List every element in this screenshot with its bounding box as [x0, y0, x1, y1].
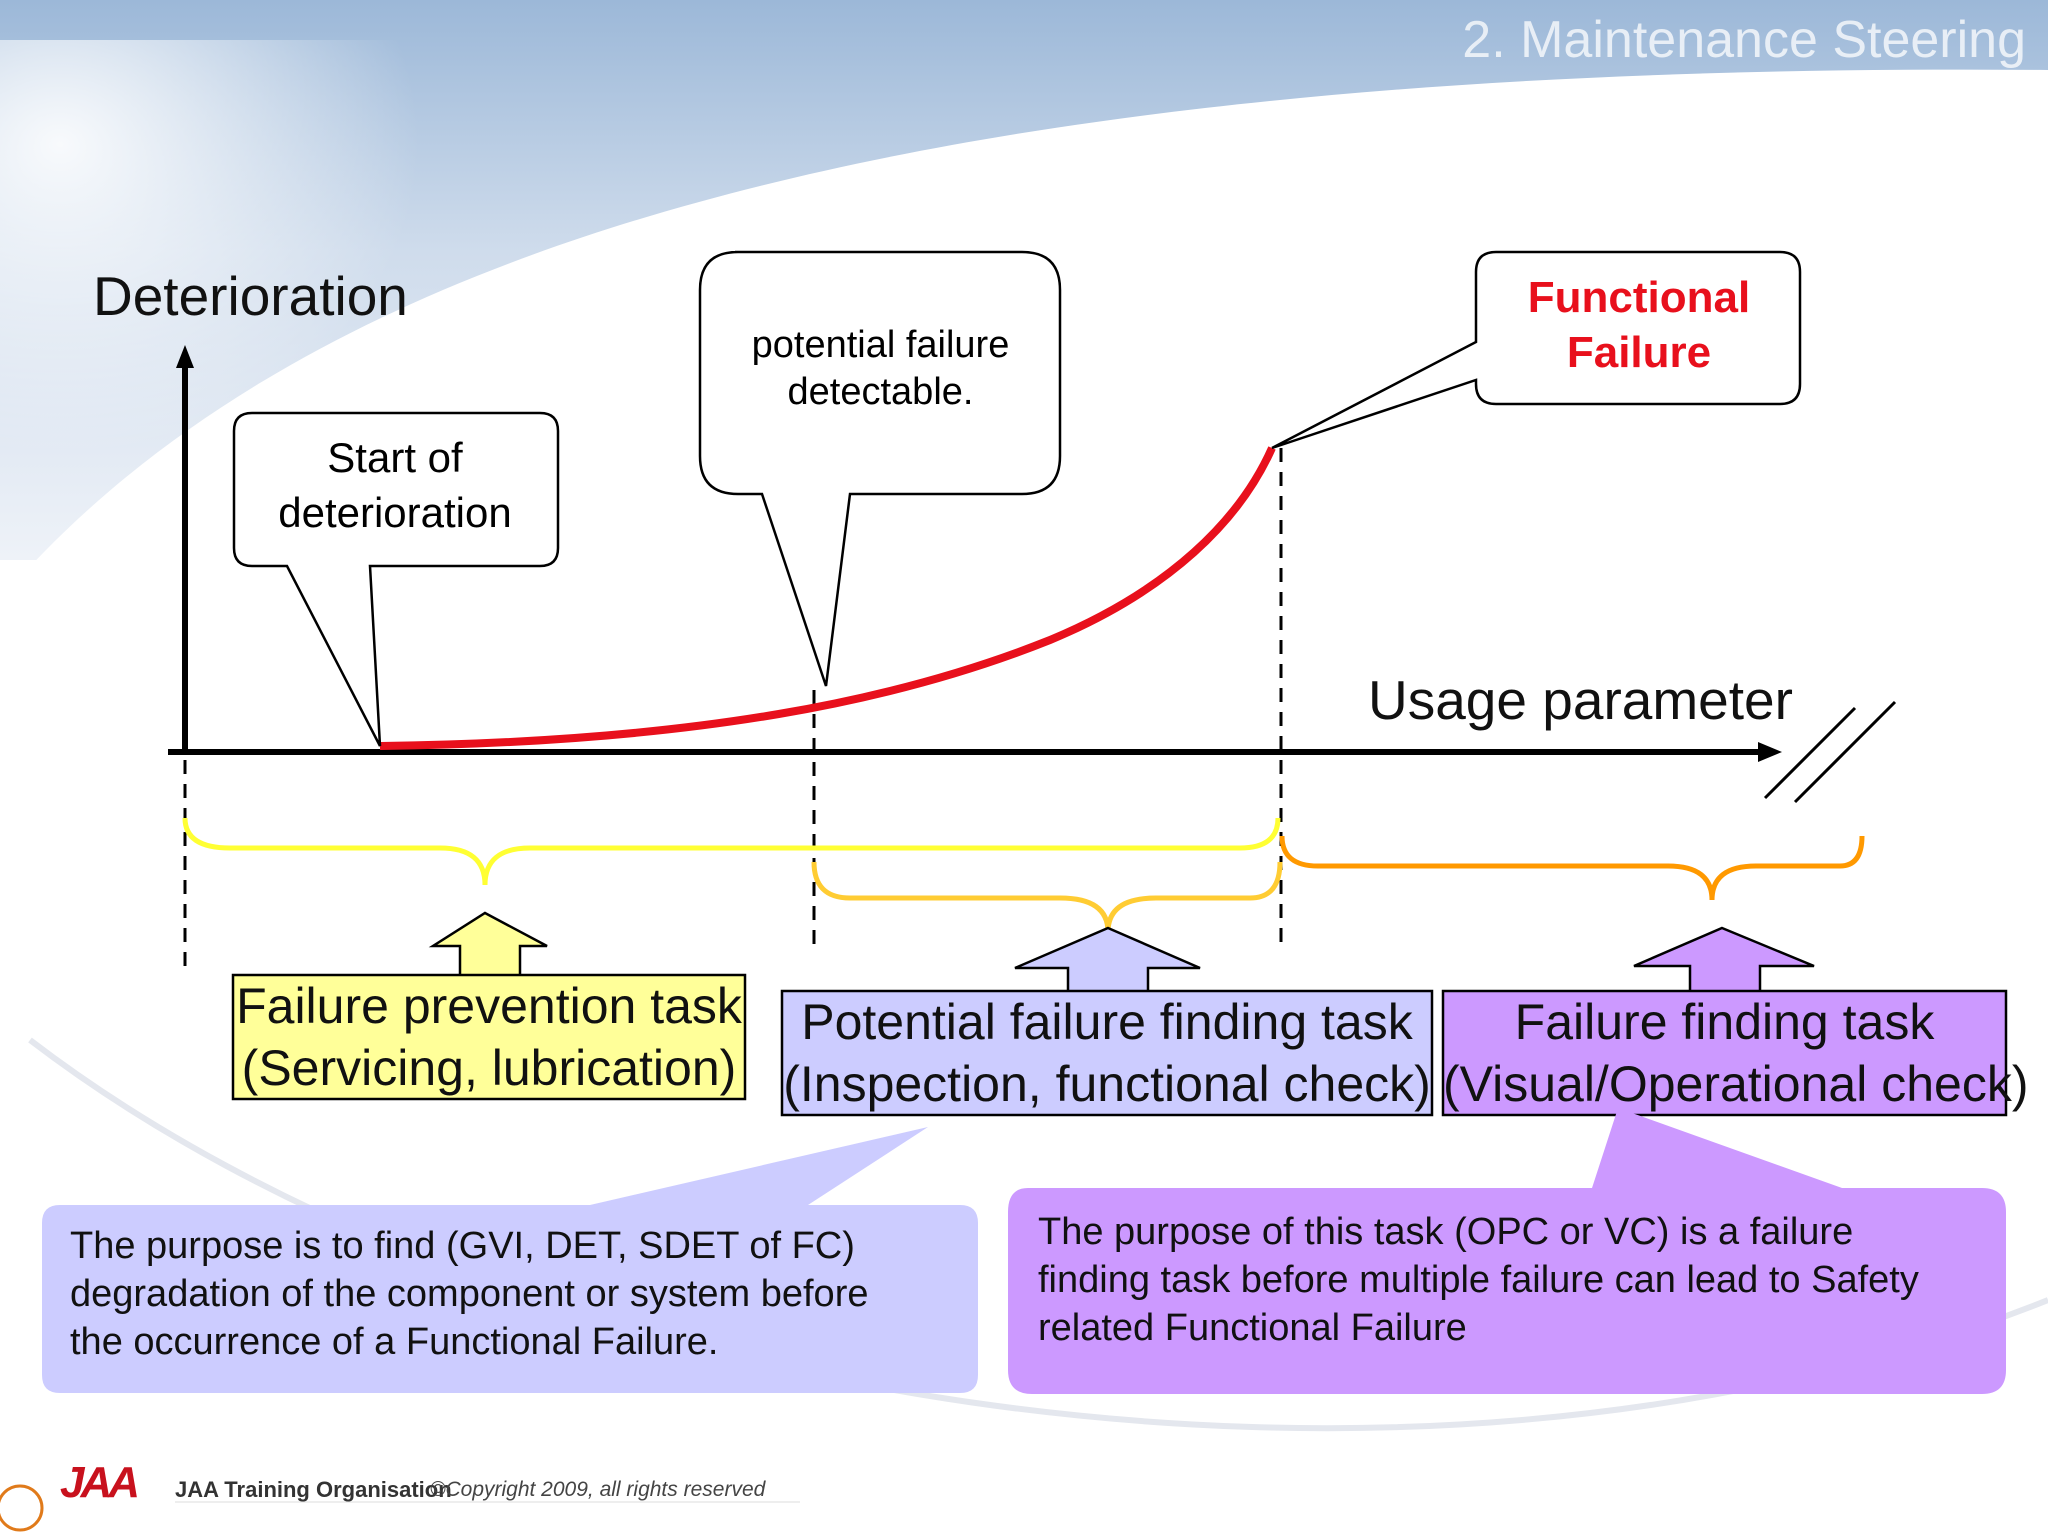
task-box-prevention-shape — [231, 973, 747, 1101]
brace-failure-finding — [1279, 835, 1865, 901]
callout-functional-line1: Functional — [1527, 273, 1751, 322]
y-axis-arrow — [176, 345, 194, 368]
task-potential-line2: (Inspection, functional check) — [783, 1056, 1431, 1112]
note-right-shape — [1008, 1108, 2006, 1394]
brace-prevention — [182, 817, 1281, 886]
y-axis-label: Deterioration — [93, 265, 408, 327]
task-box-failure-finding-shape — [1441, 989, 2008, 1117]
callout-potential-shape — [698, 250, 1062, 687]
task-box-potential-shape — [780, 989, 1434, 1117]
callout-start-shape — [232, 411, 560, 747]
note-left-text: The purpose is to find (GVI, DET, SDET o… — [70, 1222, 868, 1366]
note-right-text: The purpose of this task (OPC or VC) is … — [1038, 1208, 1919, 1352]
callout-start-text: Start of deterioration — [230, 430, 560, 540]
task-prevention-line1: Failure prevention task — [236, 978, 742, 1034]
axis-break-mark-1 — [1763, 706, 1857, 800]
note-right-line2: finding task before multiple failure can… — [1038, 1259, 1919, 1301]
note-left-line3: the occurrence of a Functional Failure. — [70, 1321, 719, 1363]
axis-break-mark-2 — [1793, 700, 1897, 804]
callout-start-line2: deterioration — [278, 489, 512, 536]
footer-organisation: JAA Training Organisation — [175, 1477, 452, 1502]
callout-start-line1: Start of — [327, 434, 463, 481]
footer-copyright: ©Copyright 2009, all rights reserved — [430, 1478, 766, 1501]
callout-functional-text: Functional Failure — [1480, 270, 1798, 380]
deterioration-curve — [379, 446, 1276, 750]
task-box-potential: Potential failure finding task (Inspecti… — [782, 991, 1432, 1115]
task-failure-finding-line1: Failure finding task — [1514, 994, 1935, 1050]
callout-functional-line2: Failure — [1566, 328, 1712, 377]
note-left-shape — [42, 1127, 978, 1393]
note-left-line1: The purpose is to find (GVI, DET, SDET o… — [70, 1225, 855, 1267]
callout-potential-line1: potential failure — [751, 324, 1010, 366]
jaa-logo: JAA — [60, 1458, 140, 1507]
task-prevention-line2: (Servicing, lubrication) — [241, 1040, 737, 1096]
note-right-line1: The purpose of this task (OPC or VC) is … — [1038, 1211, 1854, 1253]
task-box-prevention: Failure prevention task (Servicing, lubr… — [233, 975, 745, 1099]
section-title: 2. Maintenance Steering — [1462, 11, 2026, 69]
footer-swirl — [0, 1484, 44, 1532]
x-axis-label: Usage parameter — [1368, 669, 1793, 731]
callout-potential-text: potential failure detectable. — [703, 322, 1058, 416]
note-right-line3: related Functional Failure — [1038, 1307, 1467, 1349]
callout-potential-line2: detectable. — [787, 371, 974, 413]
note-left-line2: degradation of the component or system b… — [70, 1273, 869, 1315]
task-box-failure-finding: Failure finding task (Visual/Operational… — [1443, 991, 2029, 1115]
x-axis-arrow — [1758, 742, 1782, 762]
callout-functional-shape — [1271, 250, 1802, 450]
task-failure-finding-line2: (Visual/Operational check) — [1443, 1056, 2029, 1112]
task-potential-line1: Potential failure finding task — [801, 994, 1413, 1050]
